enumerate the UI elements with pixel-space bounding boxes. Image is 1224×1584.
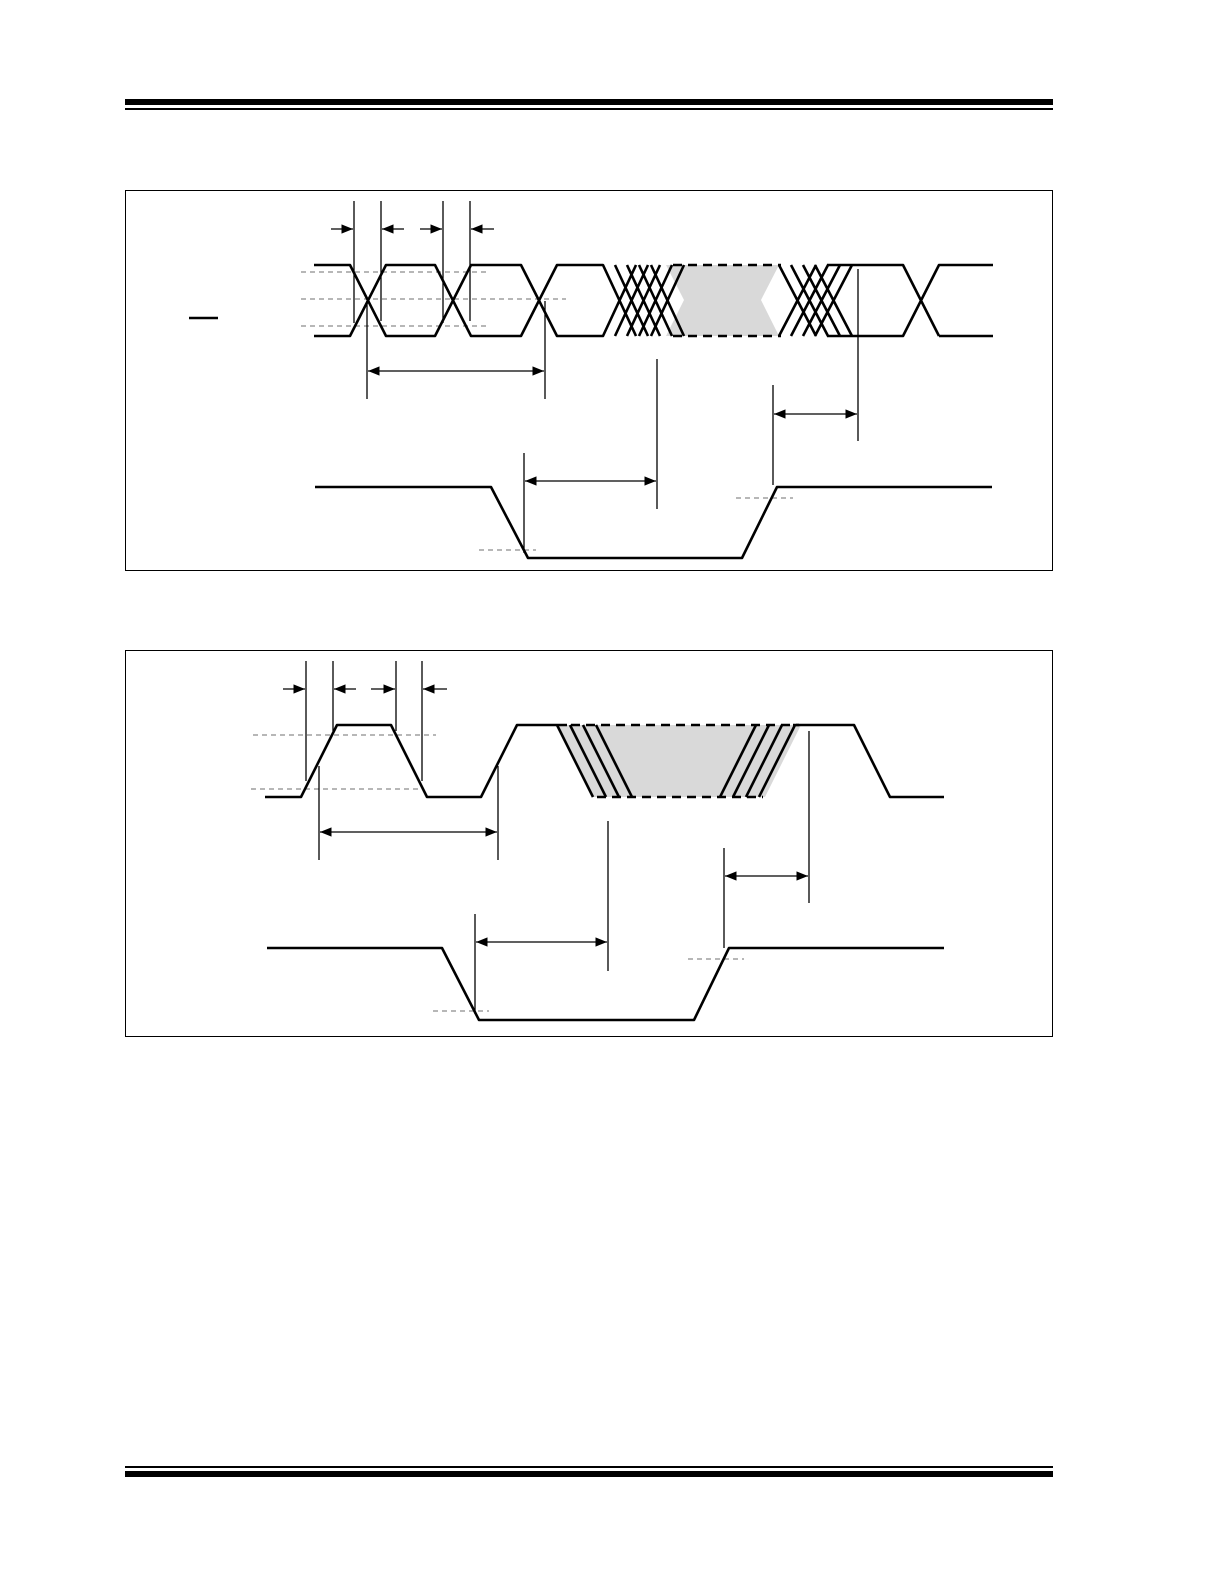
transition-time-markers — [283, 661, 447, 781]
timing-diagram-single-ended — [125, 650, 1053, 1037]
differential-data-waveform — [314, 263, 993, 338]
enable-to-valid-delay-dimension — [772, 269, 859, 485]
shaded-transition-region — [557, 725, 801, 797]
unknown-data-dashed-rails — [571, 723, 799, 799]
header-rule-thick — [125, 99, 1053, 105]
enable-to-valid-delay-dimension — [723, 731, 810, 948]
bit-period-dimension — [318, 766, 499, 860]
threshold-lines — [251, 734, 744, 1012]
timing-diagram-differential-svg — [189, 201, 993, 560]
footer-rule-thin — [125, 1466, 1053, 1468]
threshold-lines — [301, 271, 793, 551]
enable-low-waveform — [315, 485, 992, 560]
enable-disable-delay-dimension — [474, 821, 609, 1014]
transition-time-markers — [331, 201, 494, 323]
shaded-transition-region — [666, 265, 779, 336]
header-rule-thin — [125, 108, 1053, 110]
unknown-data-dashed-rails — [673, 263, 781, 338]
single-ended-data-waveform — [265, 723, 944, 799]
enable-disable-delay-dimension — [523, 359, 658, 553]
bit-period-dimension — [366, 301, 546, 399]
timing-diagram-differential — [125, 190, 1053, 571]
timing-diagram-single-ended-svg — [251, 661, 944, 1022]
footer-rule-thick — [125, 1471, 1053, 1477]
enable-low-waveform — [267, 946, 944, 1022]
